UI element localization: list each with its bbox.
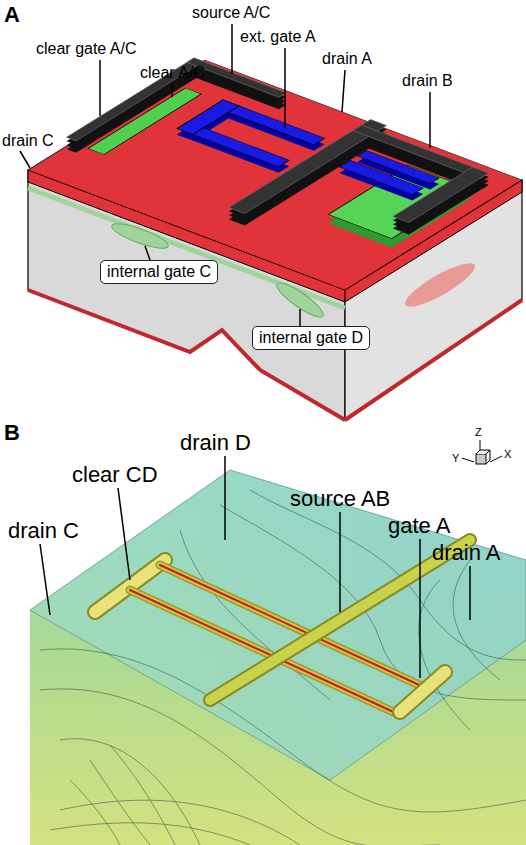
simulation-volume xyxy=(30,470,526,845)
part-label: ext. gate A xyxy=(240,28,316,46)
part-label: clear gate A/C xyxy=(36,40,137,58)
part-label: drain C xyxy=(2,132,54,150)
part-label: drain D xyxy=(180,430,251,455)
axis-label: Y xyxy=(452,452,459,465)
top-face xyxy=(30,470,526,780)
part-label: drain B xyxy=(402,72,453,90)
clear-gate-bar xyxy=(67,58,286,172)
back-contact xyxy=(28,290,345,420)
part-label: internal gate D xyxy=(252,326,370,350)
back-contact xyxy=(345,300,522,420)
part-label: drain A xyxy=(322,50,372,68)
part-label: clear A/C xyxy=(140,64,205,82)
part-label: source AB xyxy=(290,486,390,511)
part-label: drain C xyxy=(8,518,79,543)
leader-lines xyxy=(20,24,430,326)
part-label: source A/C xyxy=(192,4,270,22)
axis-label: X xyxy=(504,448,511,461)
internal-gate-c xyxy=(109,219,170,253)
gate-bar xyxy=(229,120,497,256)
axis-label: Z xyxy=(475,426,482,439)
part-label: gate A xyxy=(388,513,450,538)
part-label: internal gate C xyxy=(100,260,218,284)
leader-lines xyxy=(40,456,470,678)
potential-contours xyxy=(40,490,526,845)
axis-icon xyxy=(462,440,502,464)
panel-letter: A xyxy=(4,2,20,27)
deep-implant xyxy=(400,256,479,313)
device-electrodes xyxy=(95,540,470,715)
part-label: drain A xyxy=(432,540,501,565)
part-label: clear CD xyxy=(72,462,158,487)
panel-letter: B xyxy=(4,420,20,445)
